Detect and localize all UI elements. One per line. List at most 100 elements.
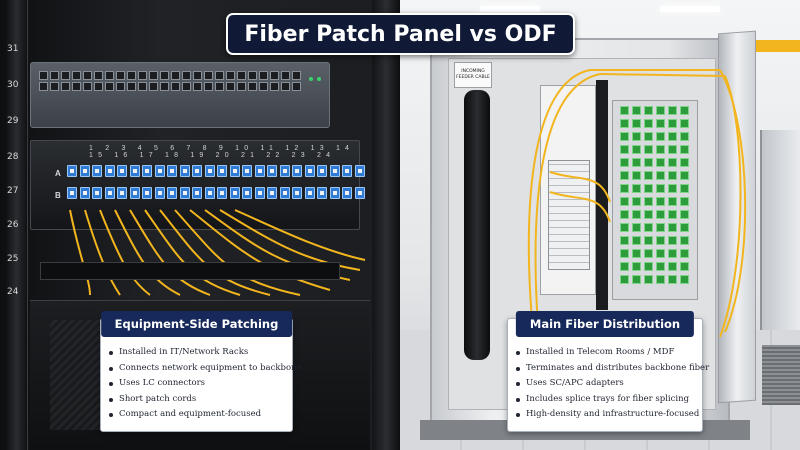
lc-connector xyxy=(242,187,252,199)
port-numbers: 1 2 3 4 5 6 7 8 9 10 11 12 13 14 15 16 1… xyxy=(89,145,355,159)
sc-apc-adapter xyxy=(644,171,653,180)
lc-connector xyxy=(79,165,90,177)
sc-apc-adapter xyxy=(644,184,653,193)
list-item: Uses SC/APC adapters xyxy=(516,376,709,392)
list-item: Uses LC connectors xyxy=(109,376,302,392)
list-item: Terminates and distributes backbone fibe… xyxy=(516,361,709,377)
sc-apc-adapter xyxy=(668,262,677,271)
switch-port xyxy=(182,82,191,91)
sc-apc-adapter xyxy=(644,275,653,284)
status-led xyxy=(317,77,321,81)
sc-apc-adapter xyxy=(668,106,677,115)
sc-apc-adapter xyxy=(668,210,677,219)
switch-port xyxy=(215,71,224,80)
sc-apc-adapter xyxy=(632,223,641,232)
lc-connector xyxy=(142,187,152,199)
sc-apc-adapter xyxy=(656,236,665,245)
lc-connector xyxy=(154,165,165,177)
sc-apc-adapter xyxy=(632,132,641,141)
switch-port xyxy=(292,71,301,80)
lc-connector xyxy=(192,165,202,177)
sc-apc-adapter xyxy=(668,275,677,284)
feeder-cable-tag: INCOMING FEEDER CABLE xyxy=(454,62,492,88)
sc-apc-adapter xyxy=(644,145,653,154)
sc-apc-adapter xyxy=(680,145,689,154)
switch-port xyxy=(204,82,213,91)
sc-apc-adapter xyxy=(632,171,641,180)
lc-connector xyxy=(154,187,165,199)
lc-connector xyxy=(267,187,277,199)
sc-apc-adapter xyxy=(668,184,677,193)
lc-connector xyxy=(204,187,215,199)
rack-unit-label: 27 xyxy=(7,186,19,196)
switch-port xyxy=(39,71,48,80)
lc-connector xyxy=(342,165,352,177)
list-item: Installed in Telecom Rooms / MDF xyxy=(516,345,709,361)
switch-port xyxy=(248,82,257,91)
sc-apc-adapter xyxy=(668,132,677,141)
sc-apc-adapter xyxy=(644,223,653,232)
lc-connector xyxy=(304,187,315,199)
sc-apc-adapter xyxy=(680,119,689,128)
rack-unit-label: 24 xyxy=(7,287,19,297)
lc-connector xyxy=(179,187,190,199)
switch-port xyxy=(270,71,279,80)
sc-apc-adapter-grid xyxy=(620,106,689,284)
sc-apc-adapter xyxy=(680,249,689,258)
switch-port xyxy=(116,82,125,91)
switch-port xyxy=(127,71,136,80)
sc-apc-adapter xyxy=(656,106,665,115)
lc-connector xyxy=(354,187,365,199)
lc-connector xyxy=(342,187,352,199)
sc-apc-adapter xyxy=(680,197,689,206)
sc-apc-adapter xyxy=(620,106,629,115)
switch-port xyxy=(50,82,59,91)
cable-duct xyxy=(596,80,608,310)
sc-apc-adapter xyxy=(656,197,665,206)
switch-port xyxy=(215,82,224,91)
lc-connector xyxy=(329,165,340,177)
sc-apc-adapter xyxy=(632,262,641,271)
sc-apc-adapter xyxy=(656,210,665,219)
switch-port xyxy=(72,82,81,91)
sc-apc-adapter xyxy=(632,249,641,258)
sc-apc-adapter xyxy=(668,236,677,245)
sc-apc-adapter xyxy=(632,145,641,154)
switch-port xyxy=(182,71,191,80)
card-heading: Equipment-Side Patching xyxy=(100,311,293,337)
switch-port xyxy=(50,71,59,80)
lc-connector xyxy=(329,187,340,199)
switch-port xyxy=(171,71,180,80)
sc-apc-adapter xyxy=(656,223,665,232)
switch-port xyxy=(259,82,268,91)
patch-cords xyxy=(69,209,366,296)
sc-apc-adapter xyxy=(620,262,629,271)
lc-connector xyxy=(167,187,177,199)
sc-apc-adapter xyxy=(680,106,689,115)
switch-port xyxy=(270,82,279,91)
lc-connector xyxy=(254,165,265,177)
sc-apc-adapter xyxy=(656,262,665,271)
sc-apc-adapter xyxy=(620,132,629,141)
switch-port xyxy=(138,71,147,80)
sc-apc-adapter xyxy=(620,223,629,232)
switch-port xyxy=(94,71,103,80)
list-item: Connects network equipment to backbone xyxy=(109,361,302,377)
row-label-b: B xyxy=(55,191,61,200)
lc-connector xyxy=(292,165,302,177)
sc-apc-adapter xyxy=(656,249,665,258)
lc-connector xyxy=(279,187,290,199)
sc-apc-adapter xyxy=(620,158,629,167)
list-item: Installed in IT/Network Racks xyxy=(109,345,302,361)
lc-connector xyxy=(292,187,302,199)
list-item: High-density and infrastructure-focused xyxy=(516,407,709,423)
lc-connector xyxy=(279,165,290,177)
switch-port xyxy=(248,71,257,80)
switch-port xyxy=(61,71,70,80)
sc-apc-adapter xyxy=(644,132,653,141)
sc-apc-adapter xyxy=(680,184,689,193)
lc-connector xyxy=(179,165,190,177)
page-title: Fiber Patch Panel vs ODF xyxy=(244,21,557,47)
switch-port xyxy=(39,82,48,91)
switch-port xyxy=(160,82,169,91)
